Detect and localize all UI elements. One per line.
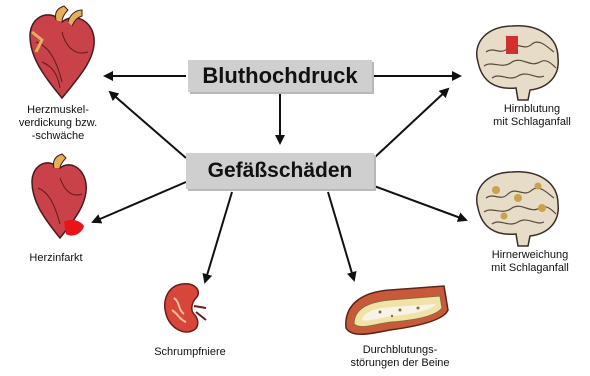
bluthochdruck-box: Bluthochdruck: [188, 60, 372, 92]
arrow-to-durchblutung: [328, 192, 354, 280]
heart-infarct-icon: [32, 154, 86, 238]
arrow-to-schrumpfniere: [205, 192, 232, 282]
artery-icon: [346, 286, 448, 334]
hirnblutung-label: Hirnblutung mit Schlaganfall: [474, 103, 590, 129]
brain-bleed-icon: [477, 26, 558, 100]
herzmuskel-label: Herzmuskel- verdickung bzw. -schwäche: [2, 104, 114, 143]
brain-softening-icon: [477, 172, 558, 246]
herzinfarkt-label: Herzinfarkt: [6, 252, 106, 265]
hirnerweichung-label: Hirnerweichung mit Schlaganfall: [470, 249, 590, 275]
durchblutung-label: Durchblutungs- störungen der Beine: [330, 344, 470, 370]
schrumpfniere-label: Schrumpfniere: [130, 346, 250, 359]
gefaessschaeden-box: Gefäßschäden: [186, 153, 374, 189]
bluthochdruck-label: Bluthochdruck: [202, 63, 357, 89]
arrow-to-herzinfarkt: [93, 182, 186, 222]
heart-icon: [30, 6, 94, 98]
gefaessschaeden-label: Gefäßschäden: [208, 159, 353, 183]
kidney-icon: [165, 284, 206, 332]
arrow-to-hirnerweichung: [374, 186, 466, 220]
arrow-mid-to-hirnblutung: [374, 89, 448, 158]
arrow-mid-to-herzmuskel: [110, 92, 186, 158]
